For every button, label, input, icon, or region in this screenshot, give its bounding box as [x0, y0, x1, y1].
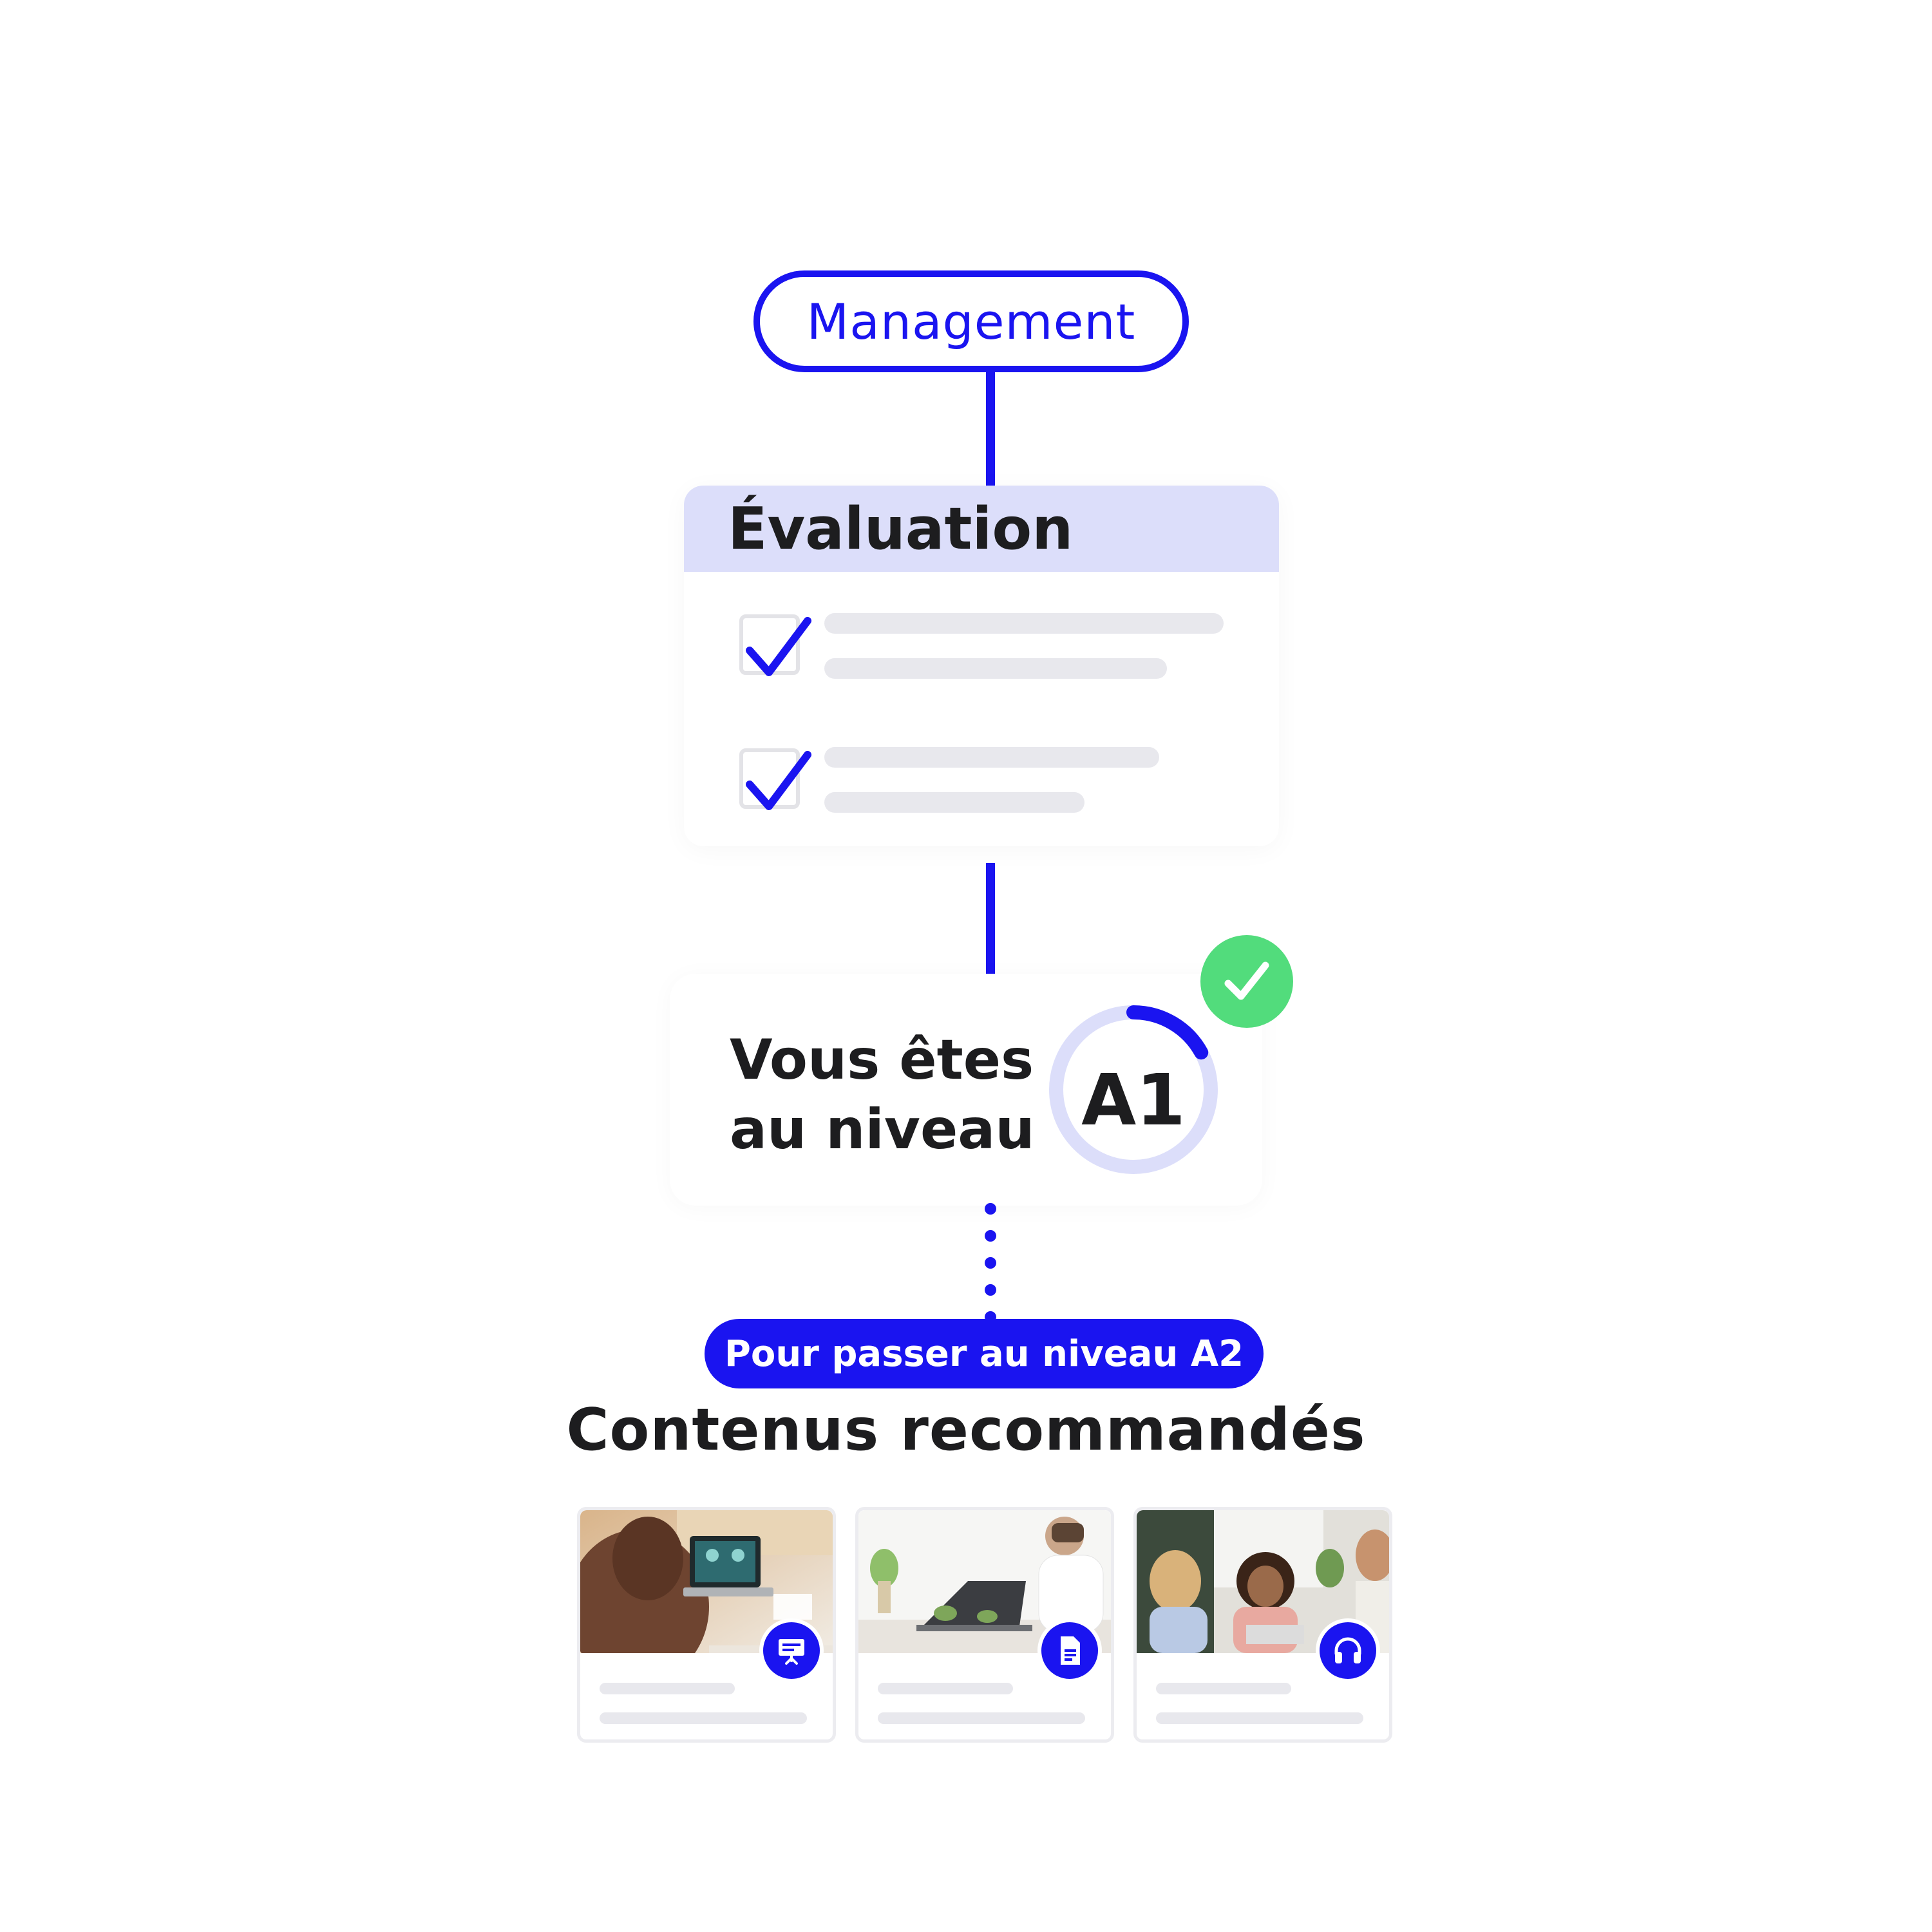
level-progress-arc: [1049, 1005, 1218, 1174]
text-placeholder: [824, 613, 1224, 634]
level-caption-line2: au niveau: [730, 1097, 1035, 1162]
text-placeholder: [878, 1712, 1085, 1724]
text-placeholder: [824, 792, 1084, 813]
level-caption: Vous êtes au niveau: [730, 1025, 1090, 1164]
connector-dot: [985, 1284, 996, 1296]
content-card[interactable]: [1133, 1507, 1392, 1743]
text-placeholder: [824, 658, 1167, 679]
man-typing-laptop-photo: [858, 1510, 1111, 1653]
connector-line: [986, 863, 995, 974]
text-placeholder: [600, 1712, 807, 1724]
connector-dot: [985, 1203, 996, 1215]
text-placeholder: [1156, 1712, 1363, 1724]
recommended-title: Contenus recommandés: [566, 1396, 1366, 1464]
connector-line: [986, 372, 995, 486]
connector-dot: [985, 1230, 996, 1242]
checkbox-checked[interactable]: [739, 748, 811, 810]
check-icon: [1224, 961, 1269, 1000]
topic-pill: Management: [753, 270, 1189, 372]
content-card[interactable]: [577, 1507, 836, 1743]
level-card: Vous êtes au niveau A1: [670, 974, 1262, 1206]
topic-label: Management: [806, 292, 1136, 350]
level-progress-ring: [1049, 1005, 1218, 1174]
presentation-icon-badge: [759, 1618, 824, 1683]
headphones-icon-badge: [1316, 1618, 1380, 1683]
connector-dot: [985, 1257, 996, 1269]
success-badge: [1200, 935, 1293, 1028]
checkmark-icon: [746, 751, 811, 810]
checkmark-icon: [746, 617, 811, 676]
level-caption-line1: Vous êtes: [730, 1028, 1034, 1092]
text-placeholder: [878, 1683, 1013, 1694]
next-level-pill[interactable]: Pour passer au niveau A2: [705, 1319, 1264, 1388]
evaluation-title: Évaluation: [728, 495, 1074, 563]
evaluation-card: Évaluation: [684, 486, 1279, 846]
checkbox-checked[interactable]: [739, 614, 811, 676]
text-placeholder: [824, 747, 1159, 768]
document-icon-badge: [1037, 1618, 1102, 1683]
text-placeholder: [600, 1683, 735, 1694]
presentation-icon: [779, 1639, 804, 1665]
content-card[interactable]: [855, 1507, 1114, 1743]
headphones-icon: [1334, 1637, 1361, 1663]
level-value: A1: [1081, 1059, 1186, 1141]
evaluation-header: Évaluation: [684, 486, 1279, 572]
next-level-label: Pour passer au niveau A2: [724, 1332, 1244, 1375]
document-icon: [1061, 1636, 1080, 1665]
text-placeholder: [1156, 1683, 1291, 1694]
